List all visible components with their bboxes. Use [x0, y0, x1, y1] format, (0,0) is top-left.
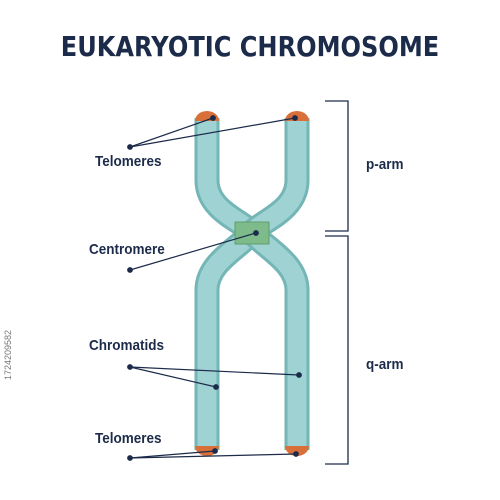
page-title: EUKARYOTIC CHROMOSOME — [60, 30, 440, 63]
p-arm-bracket — [325, 100, 349, 232]
q-arm-bracket — [325, 235, 349, 465]
centromere-band — [234, 221, 270, 245]
telomere-bottom-left — [195, 446, 219, 456]
q-arm-label: q-arm — [366, 356, 404, 373]
telomeres-top-label: Telomeres — [95, 153, 162, 170]
chromatids-label: Chromatids — [89, 337, 165, 354]
centromere-label: Centromere — [89, 241, 165, 258]
left-chromatid — [194, 118, 269, 450]
leader-lines — [127, 115, 302, 461]
right-chromatid — [235, 118, 310, 450]
telomeres-bottom-label: Telomeres — [95, 430, 162, 447]
p-arm-label: p-arm — [366, 156, 404, 173]
watermark-id: 1724209582 — [3, 329, 13, 380]
telomere-bottom-right — [285, 446, 309, 456]
arm-brackets — [325, 100, 349, 465]
